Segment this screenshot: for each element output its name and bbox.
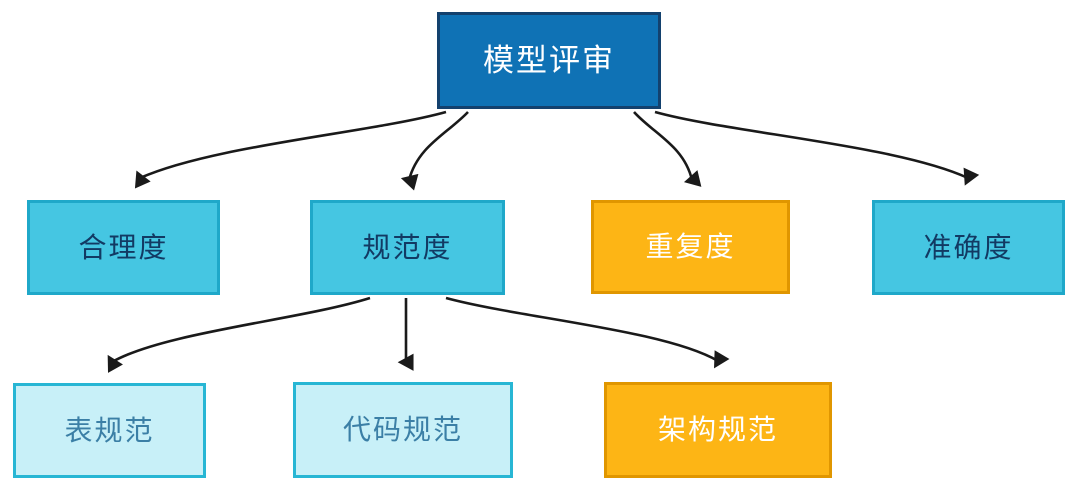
node-label: 模型评审 xyxy=(483,43,615,78)
node-standardization[interactable]: 规范度 xyxy=(310,200,505,295)
node-label: 表规范 xyxy=(64,414,155,446)
node-label: 架构规范 xyxy=(657,414,778,445)
node-architecture-standard[interactable]: 架构规范 xyxy=(604,382,832,478)
edge-root-to-zhunque xyxy=(654,110,980,186)
node-reasonableness[interactable]: 合理度 xyxy=(27,200,220,295)
node-duplication[interactable]: 重复度 xyxy=(591,200,790,294)
edge-guifan-to-biao xyxy=(107,296,371,373)
edge-root-to-heli xyxy=(134,110,447,189)
node-label: 规范度 xyxy=(362,231,453,263)
edge-guifan-to-jiagou xyxy=(445,296,730,369)
node-label: 准确度 xyxy=(923,231,1014,263)
node-label: 代码规范 xyxy=(342,414,463,445)
node-accuracy[interactable]: 准确度 xyxy=(872,200,1065,295)
node-table-standard[interactable]: 表规范 xyxy=(13,383,206,478)
edge-root-to-guifan xyxy=(400,111,469,191)
node-root-model-review[interactable]: 模型评审 xyxy=(437,12,661,109)
edge-root-to-chongfu xyxy=(633,111,702,187)
node-code-standard[interactable]: 代码规范 xyxy=(293,382,513,478)
node-label: 合理度 xyxy=(78,231,169,263)
node-label: 重复度 xyxy=(645,231,736,262)
